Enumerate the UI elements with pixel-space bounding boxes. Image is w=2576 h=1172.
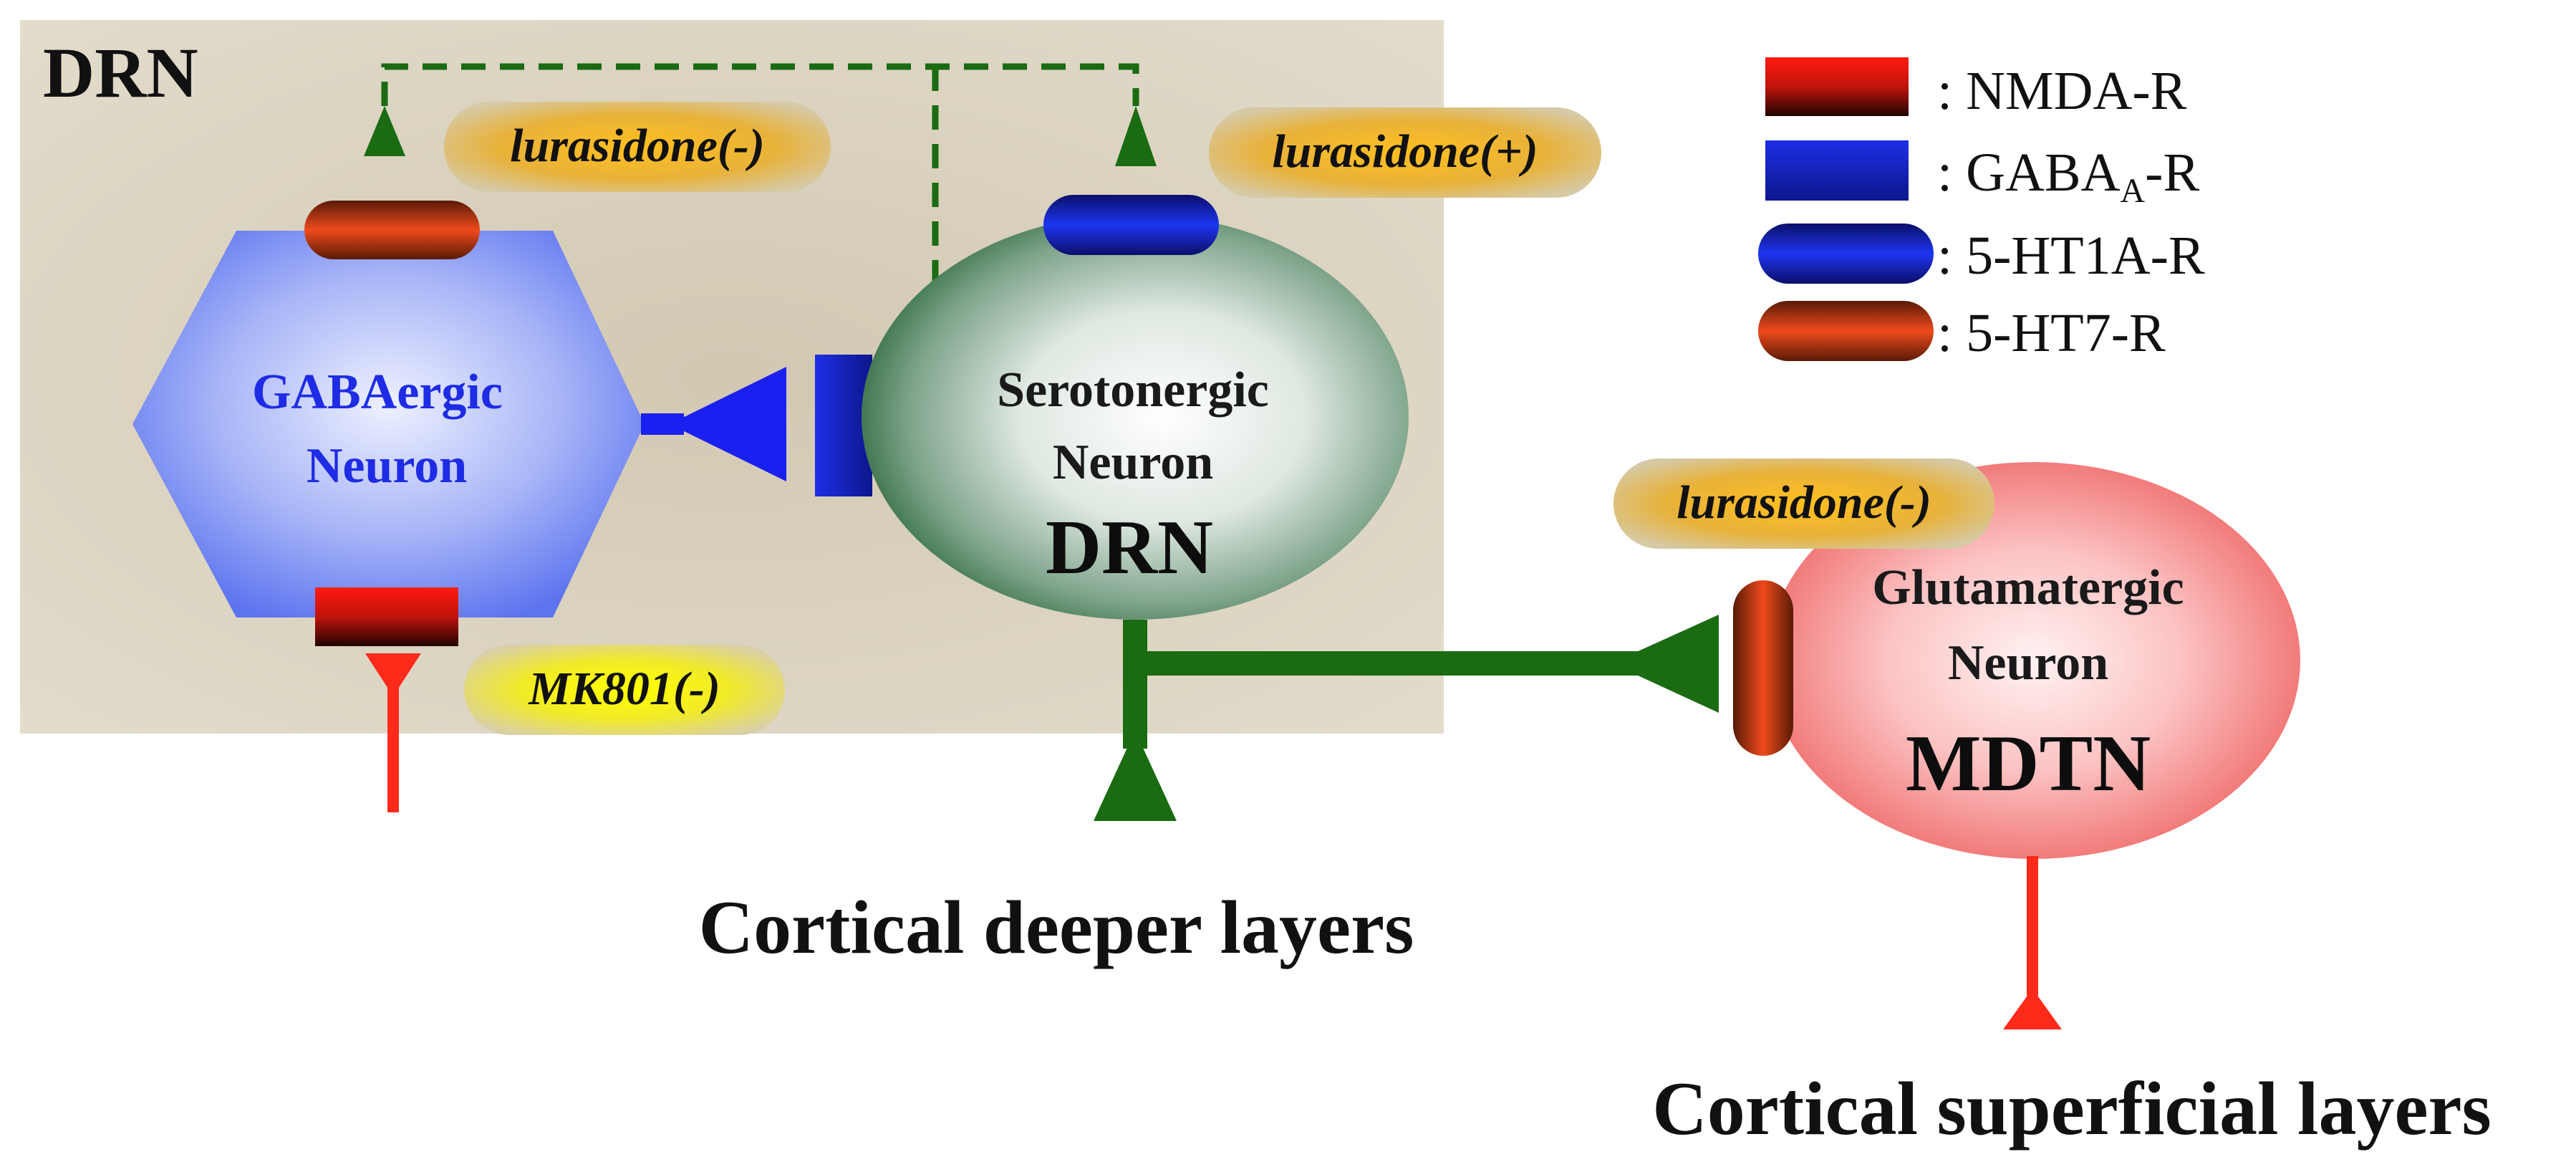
- legend-swatch-gabaa: [1765, 140, 1909, 201]
- legend-label-ht1a: : 5-HT1A-R: [1937, 226, 2205, 286]
- legend-swatch-ht7: [1758, 301, 1934, 361]
- sero-neuron-label-3: DRN: [1046, 505, 1213, 590]
- glut-neuron-label-1: Glutamatergic: [1872, 560, 2184, 615]
- nmda-receptor-gaba: [315, 587, 458, 646]
- sero-neuron-label-2: Neuron: [1053, 435, 1213, 490]
- dashed-autoinhibition-path: [381, 63, 1139, 295]
- drug-label-mk801: MK801(-): [528, 663, 720, 715]
- drug-pill-mk801: [464, 645, 785, 735]
- target-label-deeper: Cortical deeper layers: [699, 885, 1414, 969]
- drug-label-lurasidone-gaba: lurasidone(-): [510, 120, 765, 172]
- legend-swatch-nmda: [1765, 57, 1909, 116]
- legend-swatch-ht1a: [1758, 224, 1934, 284]
- sero-terminal-mdtn: [1611, 615, 1719, 713]
- ht7-receptor-gaba: [304, 201, 480, 259]
- gaba-axon-terminal: [670, 367, 786, 481]
- gaba-neuron-label-1: GABAergic: [252, 365, 503, 420]
- drug-label-lurasidone-mdtn: lurasidone(-): [1677, 476, 1931, 529]
- sero-axon-horizontal: [1135, 651, 1651, 676]
- legend-label-gabaa-suffix: -R: [2145, 143, 2199, 203]
- axon-terminal-to-sero: [1115, 106, 1157, 166]
- gaba-neuron-label-2: Neuron: [307, 438, 467, 494]
- legend-label-gabaa-prefix: : GABA: [1937, 143, 2121, 203]
- target-label-superficial: Cortical superficial layers: [1652, 1067, 2491, 1151]
- legend-label-ht7: : 5-HT7-R: [1937, 303, 2166, 363]
- sero-neuron-label-1: Serotonergic: [997, 362, 1269, 418]
- drn-region-label: DRN: [43, 33, 198, 112]
- sero-terminal-deeper: [1094, 731, 1177, 821]
- drug-pill-lurasidone-gaba: [444, 102, 831, 192]
- ht1a-receptor-sero: [1043, 195, 1219, 255]
- glut-neuron-label-3: MDTN: [1906, 719, 2151, 808]
- legend: : NMDA-R : GABAA-R : 5-HT1A-R : 5-HT7-R: [1758, 57, 2205, 363]
- drug-pill-lurasidone-mdtn: [1613, 458, 1994, 549]
- drug-pill-lurasidone-sero: [1209, 107, 1601, 198]
- legend-label-nmda: : NMDA-R: [1937, 61, 2187, 121]
- sero-axon-vertical: [1123, 620, 1147, 749]
- gabaergic-neuron: [132, 231, 645, 618]
- ht7-receptor-mdtn: [1733, 580, 1793, 756]
- legend-label-gabaa-sub: A: [2120, 172, 2145, 210]
- legend-label-gabaa: : GABAA-R: [1937, 143, 2199, 210]
- glut-neuron-label-2: Neuron: [1948, 635, 2108, 691]
- glutamatergic-neuron: [1767, 462, 2300, 859]
- axon-terminal-to-gaba: [364, 106, 405, 156]
- drug-label-lurasidone-sero: lurasidone(+): [1272, 125, 1538, 178]
- mdtn-terminal: [2003, 989, 2062, 1029]
- serotonergic-neuron: [862, 214, 1409, 620]
